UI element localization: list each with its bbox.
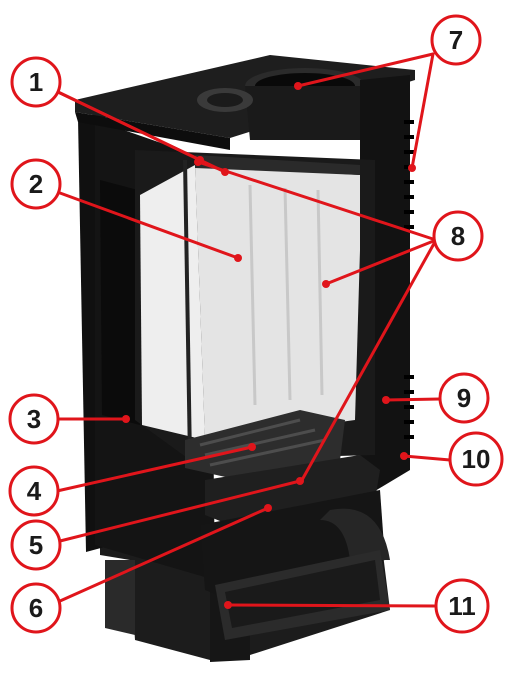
callout-2: 2 bbox=[10, 158, 62, 210]
grate-bars bbox=[199, 418, 326, 467]
fireplace-illustration bbox=[75, 55, 415, 662]
leader-dots bbox=[122, 82, 416, 609]
callout-7: 7 bbox=[430, 14, 482, 66]
callout-11-label: 11 bbox=[448, 591, 476, 621]
air-knob-inner bbox=[207, 93, 243, 107]
callout-4-label: 4 bbox=[27, 476, 42, 506]
callout-6: 6 bbox=[10, 582, 62, 634]
door-edge bbox=[183, 159, 192, 461]
leader-2 bbox=[58, 191, 240, 260]
leader-8b bbox=[324, 238, 438, 286]
liner-grooves bbox=[248, 184, 324, 406]
ash-pan bbox=[205, 455, 380, 525]
callout-5: 5 bbox=[10, 519, 62, 571]
callout-8: 8 bbox=[432, 210, 484, 262]
callout-10-label: 10 bbox=[462, 444, 491, 474]
callout-7-label: 7 bbox=[449, 25, 463, 55]
leader-7a bbox=[296, 52, 435, 88]
callout-2-label: 2 bbox=[29, 169, 43, 199]
callout-1: 1 bbox=[10, 56, 62, 108]
callout-3-label: 3 bbox=[27, 404, 41, 434]
callout-6-label: 6 bbox=[29, 593, 43, 623]
leader-4 bbox=[55, 445, 254, 493]
callout-10: 10 bbox=[448, 431, 504, 487]
leader-lines bbox=[55, 52, 452, 608]
lower-box-inner bbox=[225, 560, 380, 628]
glass-frame bbox=[100, 180, 140, 425]
callout-8-label: 8 bbox=[451, 221, 465, 251]
callout-5-label: 5 bbox=[29, 530, 43, 560]
liner-left bbox=[140, 165, 205, 440]
callout-9: 9 bbox=[438, 372, 490, 424]
callout-1-label: 1 bbox=[29, 67, 43, 97]
baffle-plate bbox=[195, 155, 360, 175]
callout-4: 4 bbox=[8, 465, 60, 517]
leader-11 bbox=[226, 603, 438, 608]
leader-7b bbox=[410, 52, 435, 170]
leader-6 bbox=[58, 506, 270, 603]
leader-5 bbox=[58, 479, 302, 543]
callout-11: 11 bbox=[434, 578, 490, 634]
top-plate-face bbox=[75, 112, 230, 150]
curved-deflector bbox=[320, 508, 390, 560]
callout-9-label: 9 bbox=[457, 383, 471, 413]
flue-collar-tube bbox=[245, 86, 365, 140]
leader-8a bbox=[196, 160, 438, 242]
leader-10 bbox=[402, 454, 452, 462]
stand-leg-left bbox=[105, 560, 135, 635]
leader-8c bbox=[300, 238, 438, 482]
leader-9 bbox=[384, 397, 442, 402]
callout-3: 3 bbox=[8, 393, 60, 445]
